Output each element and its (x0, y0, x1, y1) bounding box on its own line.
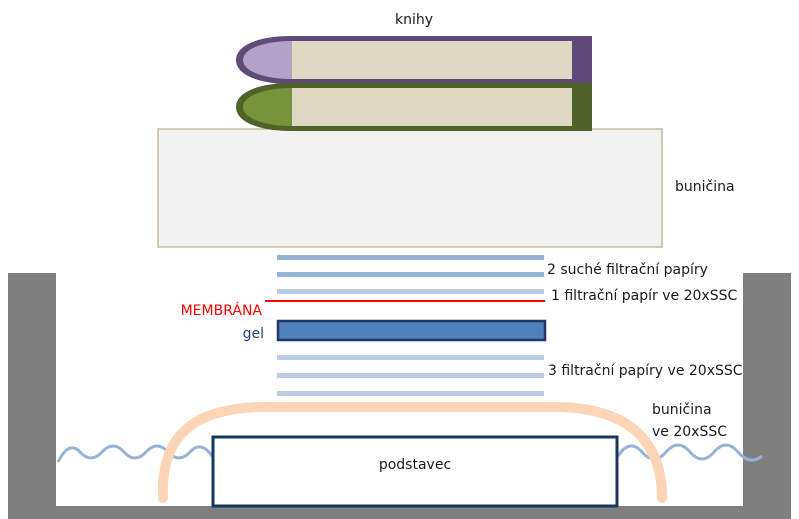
book-top-spine (243, 41, 292, 79)
pulp-label: buničina (675, 179, 735, 195)
tray-left-wall (8, 273, 56, 511)
dry-filter-paper (277, 255, 544, 260)
book-bottom-spine (243, 88, 292, 126)
wet-filter-paper (277, 391, 544, 396)
book-top (236, 36, 592, 84)
buffer-liquid (56, 443, 763, 463)
pulp-block (157, 128, 663, 248)
dry-filter-paper (277, 272, 544, 277)
wet-filter-paper (277, 355, 544, 360)
transfer-tray (8, 273, 791, 519)
gel-label: gel (243, 326, 264, 342)
wet-filter-stack (277, 355, 544, 396)
dry-filters-label: 2 suché filtrační papíry (547, 262, 708, 278)
wet-filter-label: 1 filtrační papír ve 20xSSC (551, 288, 737, 304)
book-bottom-pages (292, 88, 572, 126)
liquid-wave-right (616, 443, 763, 462)
wet-pulp-label-line2: ve 20xSSC (652, 424, 727, 440)
wet-pulp-label-line1: buničina (652, 402, 712, 418)
gel (276, 319, 547, 342)
stand-label: podstavec (379, 457, 451, 473)
liquid-wave-left (56, 444, 214, 463)
membrane (265, 300, 545, 302)
books-label: knihy (395, 12, 433, 28)
wet-filter-paper (277, 373, 544, 378)
stand (211, 435, 619, 508)
tray-bottom (8, 506, 791, 519)
book-top-pages (292, 41, 572, 79)
dry-filter-stack (277, 255, 544, 277)
tray-right-wall (743, 273, 791, 511)
wet-pulp-wick (157, 401, 667, 503)
wet-filters-label: 3 filtrační papíry ve 20xSSC (548, 363, 743, 379)
book-bottom (236, 83, 592, 131)
membrane-label: MEMBRÁNA (181, 302, 263, 319)
wet-filter-single (277, 289, 544, 294)
